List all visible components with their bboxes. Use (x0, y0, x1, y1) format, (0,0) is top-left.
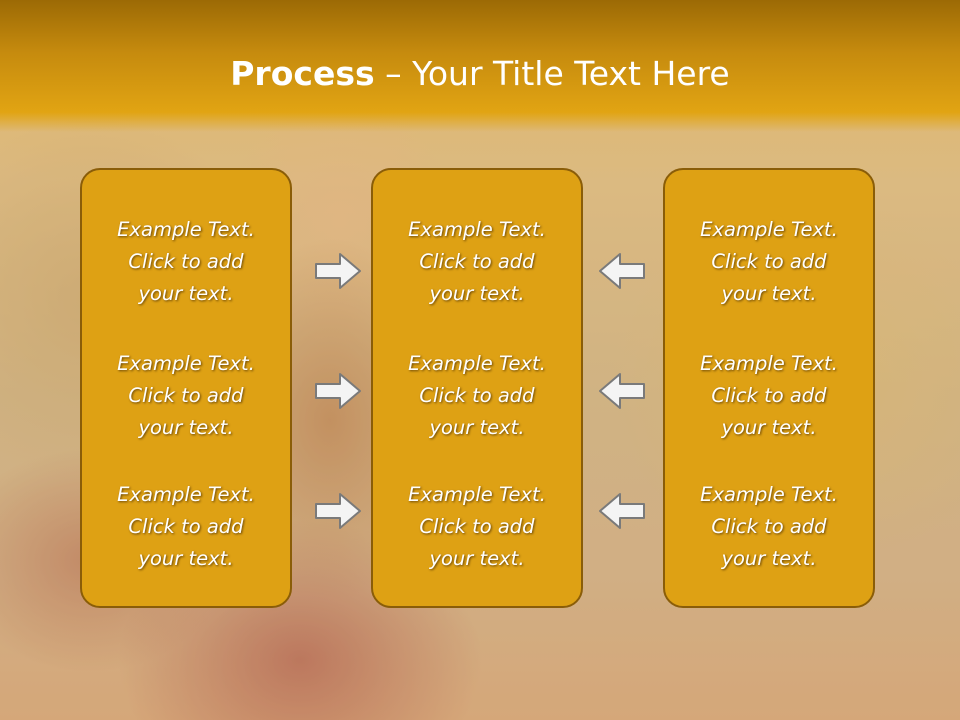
left-arrow-icon (599, 373, 645, 409)
left-arrow-icon (599, 493, 645, 529)
center-box-item-1[interactable]: Example Text. Click to add your text. (408, 218, 546, 305)
center-box-item-3[interactable]: Example Text. Click to add your text. (408, 483, 546, 570)
title-bold: Process (230, 54, 375, 93)
center-box[interactable]: Example Text. Click to add your text. Ex… (371, 168, 583, 608)
right-arrow-icon (315, 253, 361, 289)
title-band (0, 0, 960, 132)
left-box-item-1[interactable]: Example Text. Click to add your text. (117, 218, 255, 305)
center-box-item-2[interactable]: Example Text. Click to add your text. (408, 352, 546, 439)
right-box[interactable]: Example Text. Click to add your text. Ex… (663, 168, 875, 608)
slide-title[interactable]: Process – Your Title Text Here (0, 54, 960, 93)
right-box-item-3[interactable]: Example Text. Click to add your text. (700, 483, 838, 570)
left-box-item-3[interactable]: Example Text. Click to add your text. (117, 483, 255, 570)
left-box-item-2[interactable]: Example Text. Click to add your text. (117, 352, 255, 439)
right-arrow-icon (315, 373, 361, 409)
right-arrow-icon (315, 493, 361, 529)
right-box-item-1[interactable]: Example Text. Click to add your text. (700, 218, 838, 305)
left-box[interactable]: Example Text. Click to add your text. Ex… (80, 168, 292, 608)
left-arrow-icon (599, 253, 645, 289)
title-dash: – (374, 54, 413, 93)
title-rest: Your Title Text Here (412, 54, 730, 93)
right-box-item-2[interactable]: Example Text. Click to add your text. (700, 352, 838, 439)
